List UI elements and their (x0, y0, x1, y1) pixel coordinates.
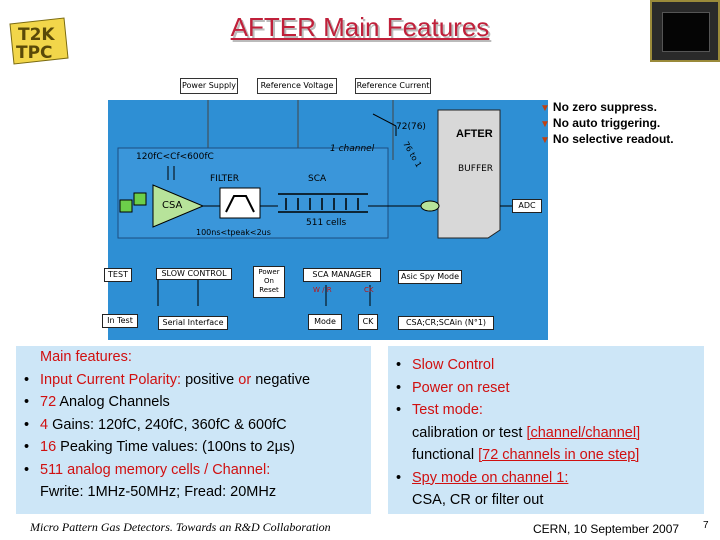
list-item: calibration or test [channel/channel] (412, 424, 641, 441)
note-item: ▼No auto triggering. (540, 116, 661, 130)
svg-text:T2K: T2K (18, 25, 55, 45)
page-number: 7 (703, 520, 709, 531)
ck-box: CK (358, 314, 378, 330)
reference-current-label: Reference Current (355, 78, 431, 94)
reference-voltage-label: Reference Voltage (257, 78, 337, 94)
list-item: functional [72 channels in one step] (412, 447, 640, 463)
list-item: •4 Gains: 120fC, 240fC, 360fC & 600fC (24, 416, 287, 433)
block-diagram: 72(76) AFTER 1 channel 76 to 1 120fC<Cf<… (102, 100, 548, 340)
channels-in-label: 72(76) (396, 122, 426, 132)
control-features-panel: •Slow Control •Power on reset •Test mode… (388, 346, 704, 514)
list-item: CSA, CR or filter out (412, 492, 544, 508)
list-item: •Spy mode on channel 1: (396, 469, 569, 486)
pin-icon: ▼ (540, 135, 550, 146)
t2k-logo: T2K TPC (4, 14, 74, 66)
sca-label: SCA (308, 174, 327, 184)
filter-label: FILTER (210, 174, 240, 184)
list-item: •Power on reset (396, 379, 510, 396)
main-features-heading: Main features: (40, 349, 132, 365)
sca-manager-box: SCA MANAGER (303, 268, 381, 282)
slow-control-box: SLOW CONTROL (156, 268, 232, 280)
after-label: AFTER (456, 128, 493, 140)
csa-label: CSA (162, 200, 183, 211)
gain-range-label: 120fC<Cf<600fC (136, 152, 214, 162)
in-test-box: In Test (102, 314, 138, 328)
list-item: •16 Peaking Time values: (100ns to 2µs) (24, 439, 296, 455)
note-item: ▼No selective readout. (540, 132, 674, 146)
chip-photo (650, 0, 720, 62)
test-box: TEST (104, 268, 132, 282)
asic-spy-box: Asic Spy Mode (398, 270, 462, 284)
wr-label: W / R (313, 286, 332, 294)
cells-label: 511 cells (306, 218, 347, 228)
svg-text:TPC: TPC (16, 43, 53, 63)
footer-date: CERN, 10 September 2007 (533, 522, 680, 536)
ck-small-label: CK (364, 286, 374, 294)
list-item: •Slow Control (396, 357, 495, 373)
limitations-notes: ▼No zero suppress. ▼No auto triggering. … (540, 100, 674, 148)
one-channel-label: 1 channel (330, 144, 375, 154)
fwrite-line: Fwrite: 1MHz-50MHz; Fread: 20MHz (40, 484, 277, 500)
list-item: •Test mode: (396, 402, 483, 418)
buffer-label: BUFFER (458, 164, 494, 174)
list-item: •511 analog memory cells / Channel: (24, 461, 271, 478)
mode-box: Mode (308, 314, 342, 330)
note-item: ▼No zero suppress. (540, 100, 657, 114)
list-item: •Input Current Polarity: positive or neg… (24, 371, 311, 388)
peak-range-label: 100ns<tpeak<2us (196, 228, 271, 237)
main-features-panel: Main features: •Input Current Polarity: … (16, 346, 371, 514)
pin-icon: ▼ (540, 119, 550, 130)
serial-interface-box: Serial Interface (158, 316, 228, 330)
adc-box: ADC (512, 199, 542, 213)
spy-outputs-box: CSA;CR;SCAin (N°1) (398, 316, 494, 330)
list-item: •72 Analog Channels (24, 394, 170, 410)
pin-icon: ▼ (540, 103, 550, 114)
footer-left: Micro Pattern Gas Detectors. Towards an … (30, 520, 331, 534)
power-supply-label: Power Supply (180, 78, 238, 94)
page-title: AFTER Main Features (230, 12, 490, 42)
power-on-reset-box: Power On Reset (253, 266, 285, 298)
